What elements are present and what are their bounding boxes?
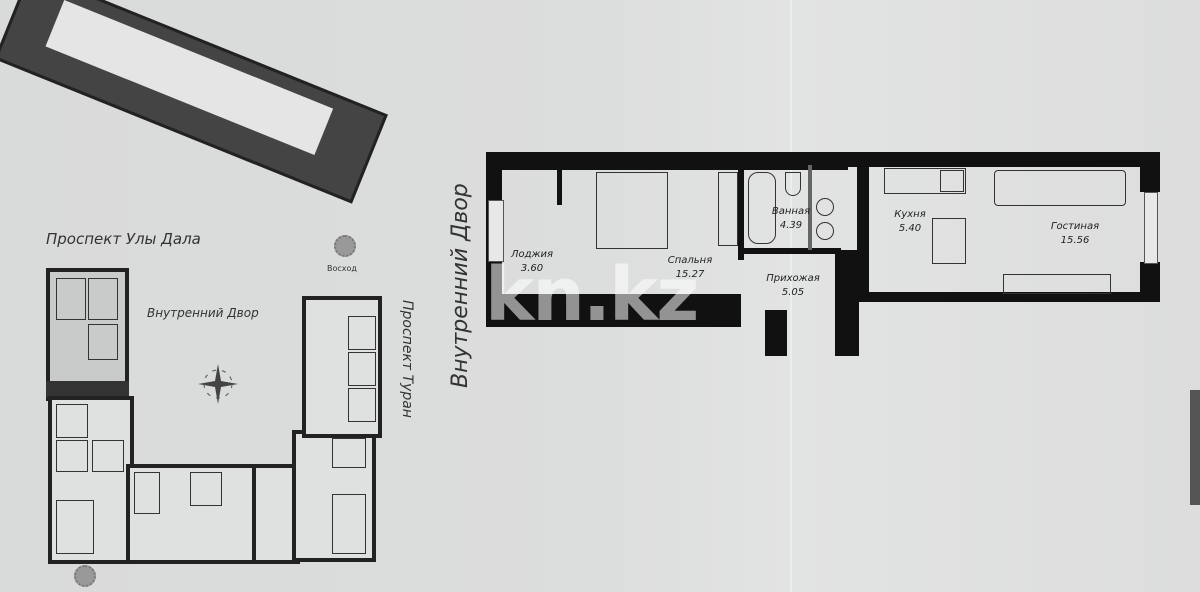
partition-hall	[741, 248, 841, 254]
page-fold	[790, 0, 792, 592]
courtyard-label: Внутренний Двор	[147, 306, 259, 320]
site-block-southeast	[292, 430, 376, 562]
wall-top-right	[845, 152, 1160, 167]
tv-stand-icon	[1003, 274, 1111, 294]
wall-kitchen-left	[857, 152, 869, 302]
room-loggia: Лоджия 3.60	[507, 248, 557, 276]
site-block-west	[48, 396, 134, 564]
room-area: 15.27	[675, 269, 705, 280]
wall-top-left	[486, 152, 848, 170]
wall-bottom-right	[857, 292, 1160, 302]
watermark: kn.kz	[485, 252, 699, 338]
site-block-east	[302, 296, 382, 438]
bed-icon	[596, 172, 668, 249]
compass-rose-icon	[198, 364, 238, 404]
room-bathroom: Ванная 4.39	[766, 205, 816, 233]
window-living	[1144, 192, 1158, 264]
stove-icon	[940, 170, 964, 192]
sink-icon	[816, 198, 834, 216]
room-hallway: Прихожая 5.05	[763, 272, 823, 300]
partition-wc	[808, 165, 812, 250]
room-area: 5.05	[781, 287, 805, 298]
street-label-top: Проспект Улы Дала	[46, 230, 201, 248]
room-living: Гостиная 15.56	[1040, 220, 1110, 248]
washing-machine-icon	[816, 222, 834, 240]
partition-bath	[738, 165, 744, 260]
site-block-divider	[46, 381, 129, 397]
sunset-sun-icon	[74, 565, 96, 587]
sofa-icon	[994, 170, 1126, 206]
wall-bottom-left	[486, 294, 741, 327]
room-area: 5.40	[898, 223, 922, 234]
room-name: Прихожая	[766, 273, 820, 284]
room-name: Кухня	[894, 209, 926, 220]
adjacent-photo-edge	[1190, 390, 1200, 505]
room-kitchen: Кухня 5.40	[885, 208, 935, 236]
room-name: Гостиная	[1050, 221, 1100, 232]
wardrobe-icon	[718, 172, 738, 246]
room-area: 15.56	[1060, 235, 1090, 246]
street-label-right: Проспект Туран	[399, 300, 415, 418]
room-bedroom: Спальня 15.27	[660, 254, 720, 282]
kitchen-counter-icon	[884, 168, 966, 194]
room-name: Лоджия	[510, 249, 554, 260]
room-area: 4.39	[779, 220, 803, 231]
wall-hall-right	[835, 250, 859, 356]
window-loggia	[488, 200, 504, 262]
toilet-icon	[785, 172, 801, 196]
wall-hall-left	[765, 310, 787, 356]
partition-loggia	[557, 165, 562, 205]
sunrise-label: Восход	[327, 264, 357, 273]
site-block-south	[126, 464, 260, 564]
apartment-side-label: Внутренний Двор	[448, 183, 473, 388]
room-name: Ванная	[771, 206, 811, 217]
room-name: Спальня	[667, 255, 713, 266]
isometric-floor	[45, 0, 334, 156]
bathtub-icon	[748, 172, 776, 244]
wall-right-top	[1140, 152, 1160, 192]
isometric-apartment-render	[0, 0, 388, 204]
dining-table-icon	[932, 218, 966, 264]
sun-icon	[334, 235, 356, 257]
room-area: 3.60	[520, 263, 544, 274]
